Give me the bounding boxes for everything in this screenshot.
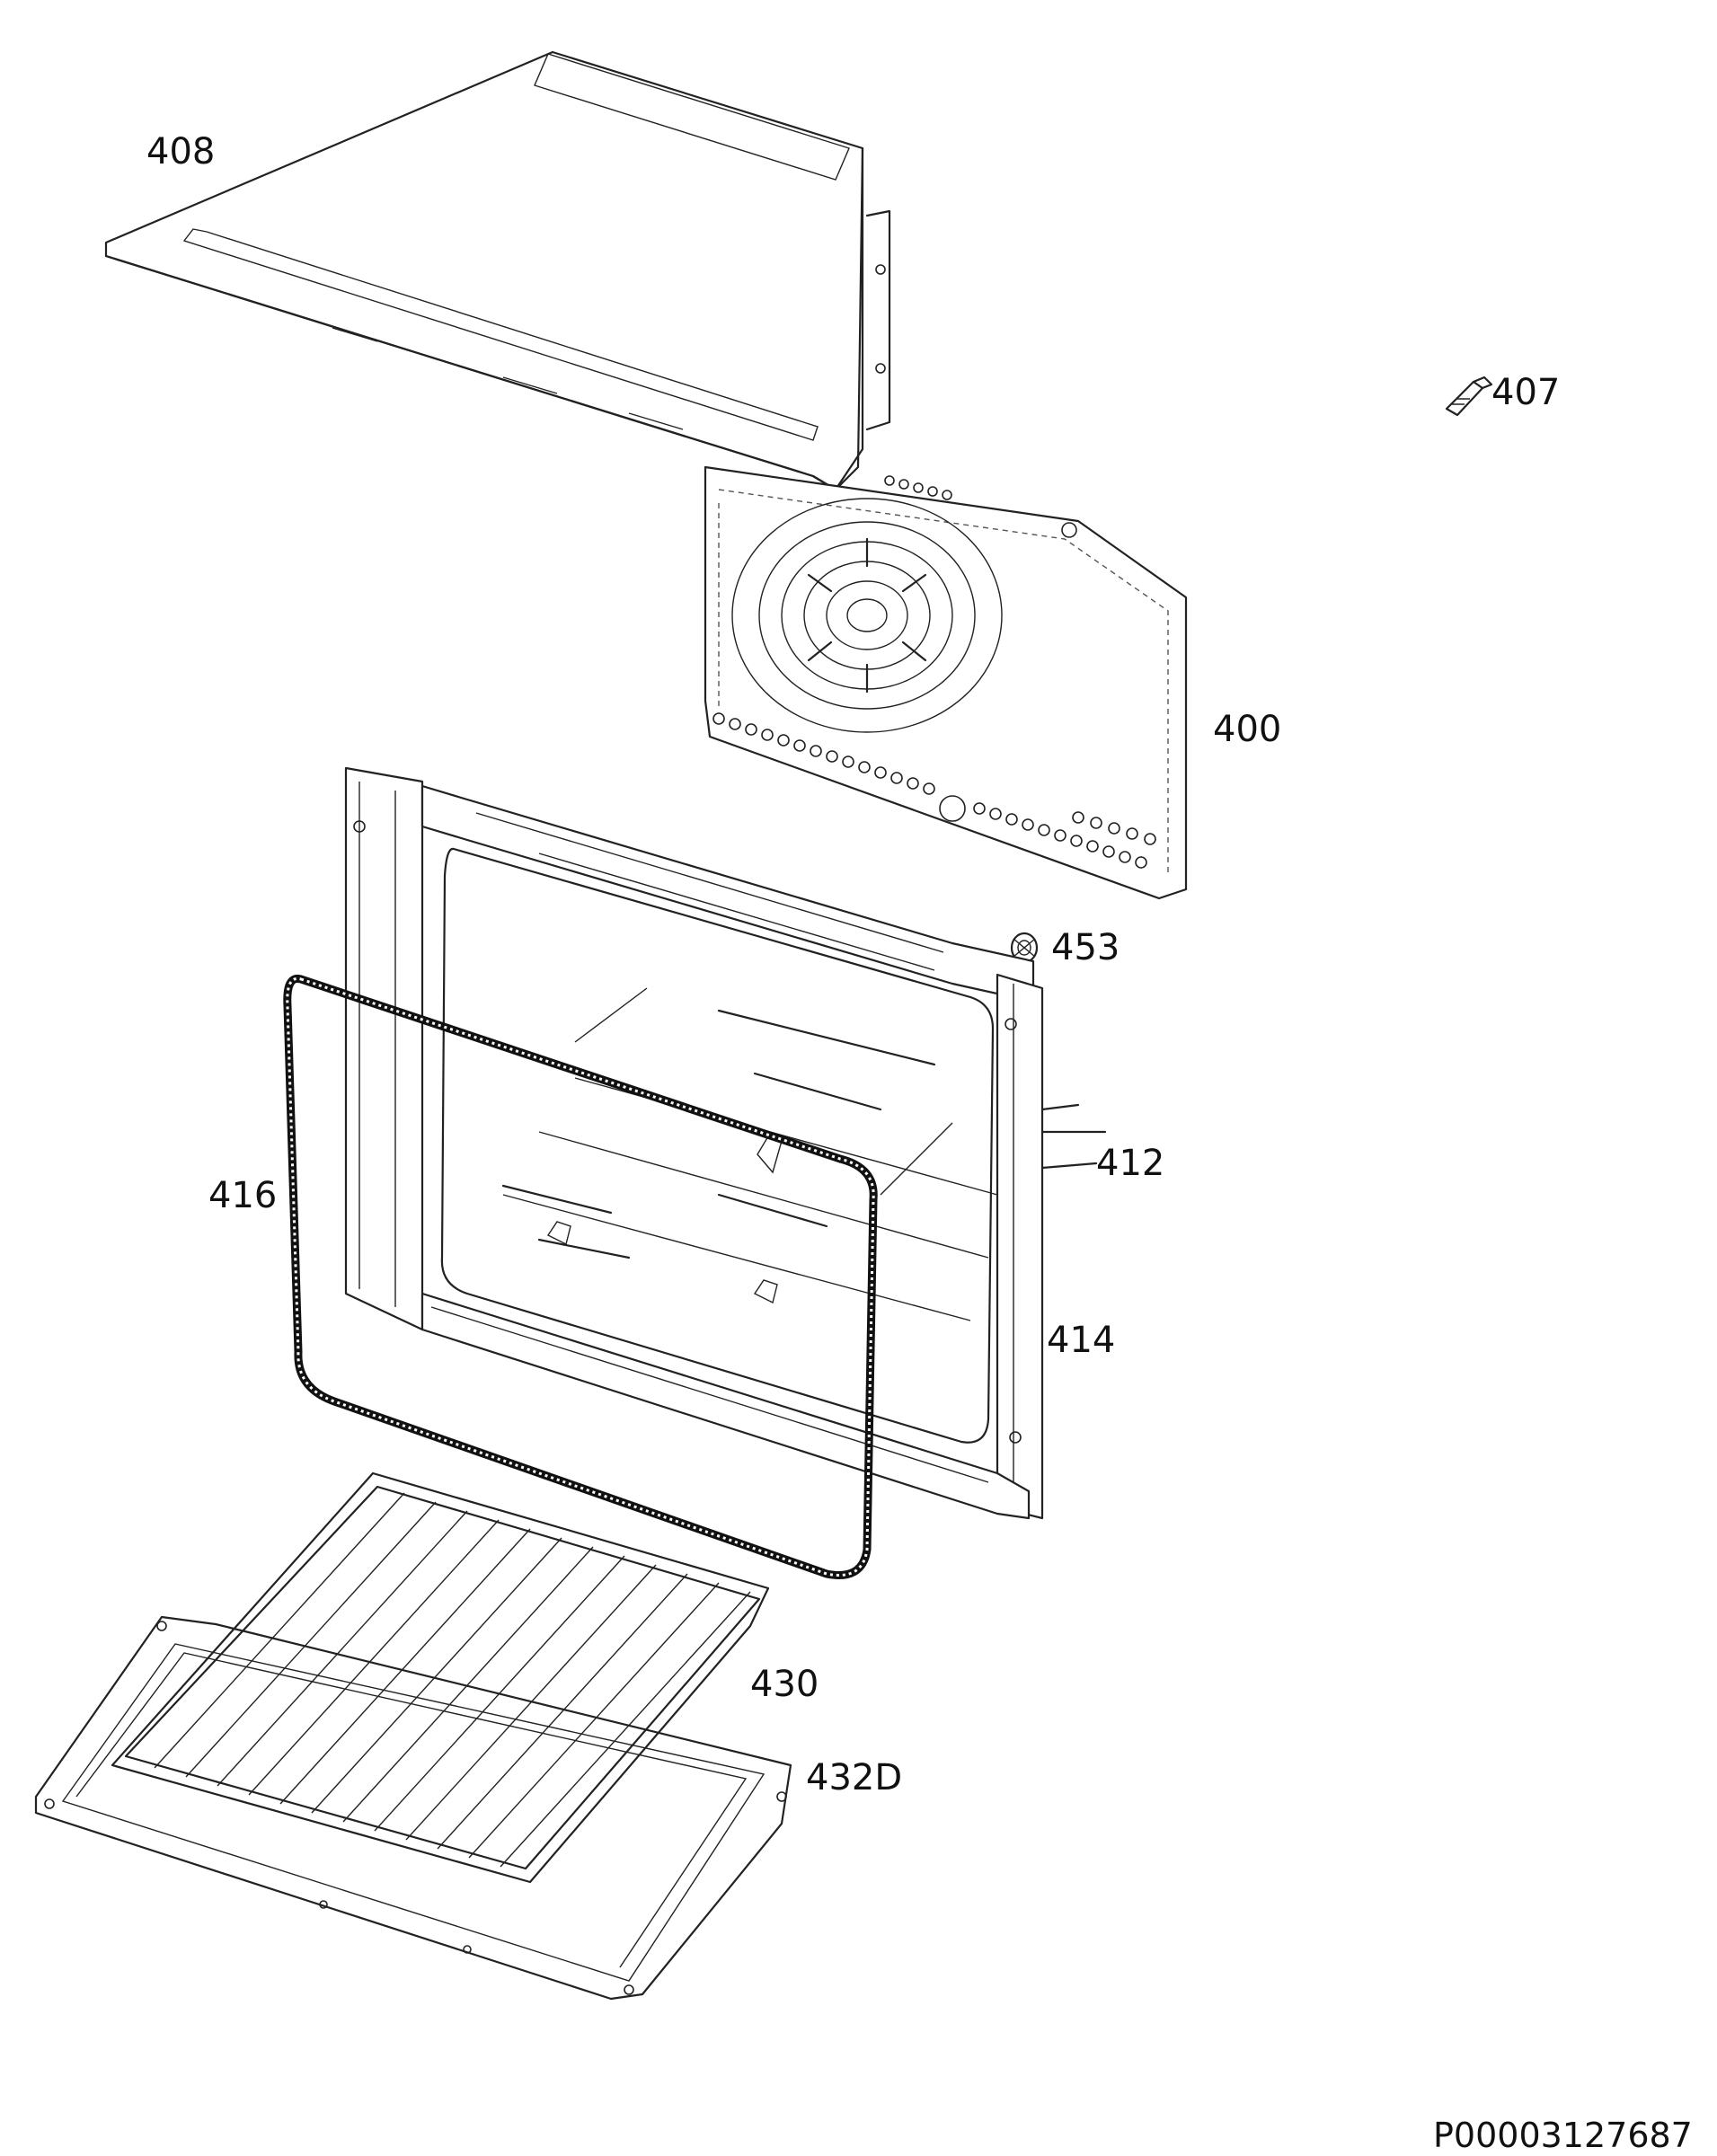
part-453-lamp-holder — [1010, 932, 1039, 964]
part-407-screw — [1445, 376, 1493, 417]
fan-cover-rings — [731, 498, 1003, 733]
vent-holes — [712, 475, 1156, 869]
label-414: 414 — [1047, 1320, 1115, 1361]
label-430: 430 — [750, 1664, 819, 1705]
label-407: 407 — [1491, 372, 1560, 413]
document-code: P00003127687 — [1433, 2116, 1693, 2155]
part-414-oven-cavity — [344, 766, 1107, 1520]
label-432d: 432D — [806, 1757, 902, 1798]
part-432d-baking-tray — [34, 1615, 792, 2001]
label-416: 416 — [208, 1175, 277, 1216]
label-400: 400 — [1213, 709, 1281, 750]
label-453: 453 — [1051, 927, 1120, 968]
part-430-wire-rack — [111, 1471, 770, 1884]
label-408: 408 — [146, 131, 215, 172]
part-400-rear-panel — [704, 465, 1188, 900]
rack-wires — [154, 1492, 751, 1868]
part-408-top-shield — [104, 50, 891, 491]
part-416-door-seal — [283, 974, 878, 1579]
label-412: 412 — [1096, 1143, 1164, 1184]
